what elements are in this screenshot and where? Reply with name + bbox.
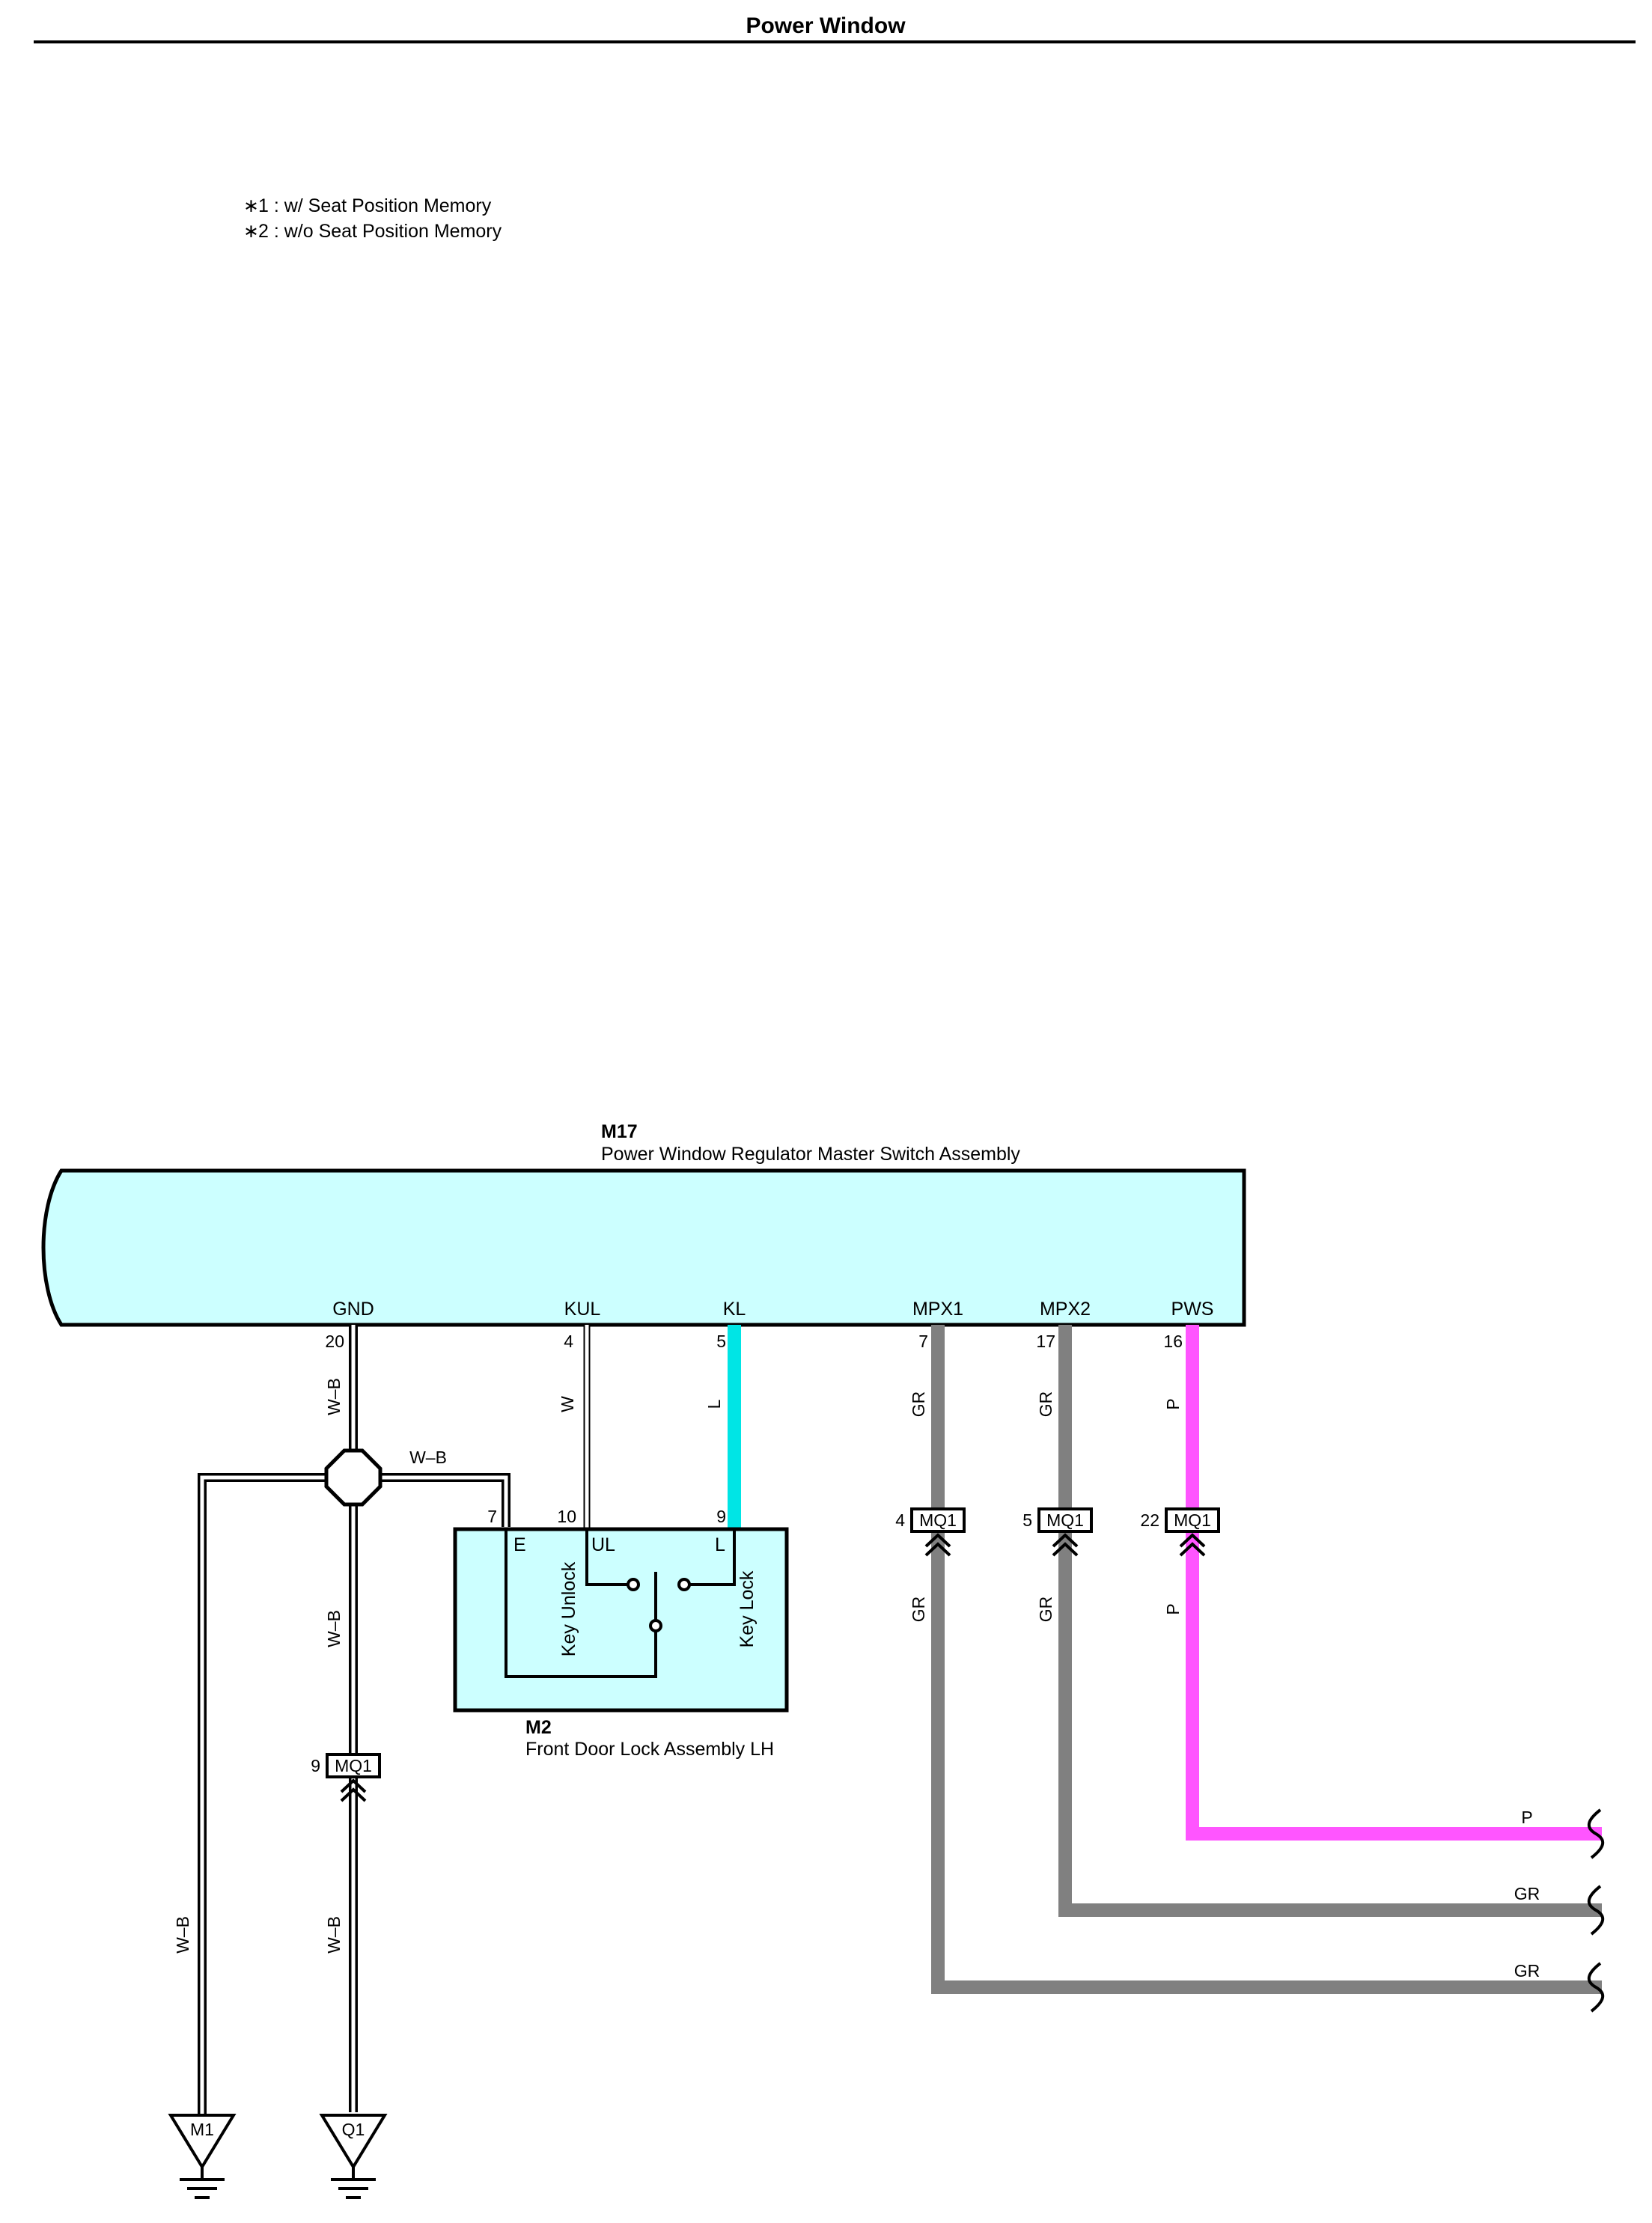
- wire-label-mpx1-upper: GR: [909, 1391, 928, 1418]
- m17-pin-gnd-label: GND: [332, 1299, 374, 1320]
- ground-m1-code: M1: [190, 2120, 214, 2139]
- m17-name: Power Window Regulator Master Switch Ass…: [601, 1144, 1020, 1165]
- m2-body: [453, 1527, 789, 1713]
- connector-mq1-mpx1-pin: 4: [895, 1510, 905, 1530]
- m2-pin-ul-label: UL: [591, 1534, 615, 1555]
- m2-code: M2: [525, 1717, 552, 1738]
- m2-switch-pivot: [649, 1619, 662, 1632]
- wire-label-ground-left: W–B: [173, 1916, 192, 1954]
- wire-label-kul: W: [558, 1396, 577, 1412]
- m2-unlock-contact: [627, 1578, 640, 1591]
- footnote-1-mark: ∗: [243, 195, 259, 216]
- ground-q1-triangle: [319, 2114, 388, 2170]
- m2-pin-e-number: 7: [487, 1507, 497, 1526]
- wire-label-mpx2-upper: GR: [1036, 1391, 1055, 1418]
- m2-pin-l-label: L: [715, 1534, 725, 1555]
- m2-pin-l-number: 9: [716, 1507, 726, 1526]
- m2-pin-e-label: E: [513, 1534, 526, 1555]
- wire-label-out-p: P: [1521, 1808, 1532, 1827]
- connector-mq1-mpx1-box: [910, 1507, 966, 1533]
- wire-label-out-gr1: GR: [1514, 1884, 1540, 1903]
- connector-mq1-pws-pin: 22: [1140, 1510, 1159, 1530]
- m2-unlock-contact-line: [585, 1529, 627, 1586]
- connector-mq1-pws-code: MQ1: [1174, 1510, 1211, 1530]
- m2-lock-contact-line: [690, 1529, 736, 1586]
- wire-gnd-branch-to-m2: [373, 1473, 510, 1527]
- m17-pin-kl-number: 5: [716, 1332, 726, 1351]
- wire-label-kl: L: [704, 1399, 724, 1409]
- m17-pin-kul-label: KUL: [564, 1299, 601, 1320]
- m17-pin-pws-label: PWS: [1171, 1299, 1214, 1320]
- m17-code: M17: [601, 1121, 638, 1142]
- m17-pin-mpx2-number: 17: [1036, 1332, 1055, 1351]
- connector-mq1-gnd-pin: 9: [311, 1756, 320, 1775]
- ground-m1-triangle: [168, 2114, 237, 2170]
- m17-pin-kl-label: KL: [723, 1299, 746, 1320]
- ground-q1-symbol: Q1: [319, 2114, 388, 2199]
- splice-junction: [324, 1448, 382, 1507]
- connector-mq1-gnd-code: MQ1: [335, 1756, 372, 1775]
- connector-mq1-pws: MQ1 22: [1140, 1507, 1220, 1557]
- m17-pin-pws-number: 16: [1163, 1332, 1183, 1351]
- wire-label-mpx1-lower: GR: [909, 1597, 928, 1623]
- break-symbol-p: [1588, 1808, 1604, 1859]
- footnote-1-text: 1 : w/ Seat Position Memory: [258, 195, 492, 216]
- m2-pin-ul-number: 10: [557, 1507, 576, 1526]
- connector-mq1-pws-chevron: [1179, 1533, 1206, 1557]
- wire-ground-left: [198, 1473, 334, 2115]
- wire-mpx1: [931, 1325, 1602, 1994]
- page-title: Power Window: [746, 13, 906, 38]
- break-symbol-gr2: [1588, 1962, 1604, 2013]
- m2-ground-line: [505, 1529, 657, 1678]
- connector-mq1-mpx1-code: MQ1: [919, 1510, 957, 1530]
- connector-mq1-mpx2-chevron: [1052, 1533, 1079, 1557]
- connector-mq1-mpx2-code: MQ1: [1046, 1510, 1084, 1530]
- ground-m1-symbol: M1: [168, 2114, 237, 2199]
- wire-label-out-gr2: GR: [1514, 1961, 1540, 1980]
- footnote-1: ∗ 1 : w/ Seat Position Memory: [243, 195, 492, 216]
- wire-label-mpx2-lower: GR: [1036, 1597, 1055, 1623]
- m2-key-unlock-label: Key Unlock: [558, 1561, 579, 1656]
- footnote-2-mark: ∗: [243, 221, 259, 242]
- connector-mq1-mpx1: MQ1 4: [895, 1507, 966, 1557]
- connector-mq1-gnd: MQ1 9: [311, 1753, 381, 1802]
- wire-label-gnd-lower: W–B: [324, 1610, 344, 1647]
- m2-name: Front Door Lock Assembly LH: [525, 1739, 774, 1760]
- ground-q1-code: Q1: [342, 2120, 365, 2139]
- m2-internal-switch: [505, 1529, 736, 1678]
- m2-lock-contact: [677, 1578, 691, 1591]
- footnote-2-text: 2 : w/o Seat Position Memory: [258, 221, 502, 242]
- m17-pin-kul-number: 4: [564, 1332, 573, 1351]
- footnote-2: ∗ 2 : w/o Seat Position Memory: [243, 221, 502, 242]
- wire-label-gnd-bottom: W–B: [324, 1916, 344, 1954]
- wire-label-gnd-branch: W–B: [409, 1448, 447, 1467]
- connector-mq1-gnd-chevron: [340, 1778, 367, 1802]
- wire-label-pws-lower: P: [1163, 1603, 1183, 1614]
- m17-body: [41, 1168, 1246, 1327]
- wire-pws: [1186, 1325, 1602, 1841]
- m17-pin-mpx1-label: MPX1: [912, 1299, 963, 1320]
- m17-pin-mpx1-number: 7: [918, 1332, 928, 1351]
- connector-mq1-gnd-box: [326, 1753, 381, 1778]
- wire-label-gnd-upper: W–B: [324, 1378, 344, 1415]
- connector-mq1-pws-box: [1165, 1507, 1220, 1533]
- connector-mq1-mpx2: MQ1 5: [1022, 1507, 1093, 1557]
- wire-label-pws-upper: P: [1163, 1398, 1183, 1409]
- m17-pin-mpx2-label: MPX2: [1040, 1299, 1091, 1320]
- m2-key-lock-label: Key Lock: [737, 1570, 758, 1647]
- connector-mq1-mpx1-chevron: [924, 1533, 951, 1557]
- connector-mq1-mpx2-box: [1037, 1507, 1093, 1533]
- break-symbol-gr1: [1588, 1885, 1604, 1936]
- m17-pin-gnd-number: 20: [325, 1332, 344, 1351]
- connector-mq1-mpx2-pin: 5: [1022, 1510, 1032, 1530]
